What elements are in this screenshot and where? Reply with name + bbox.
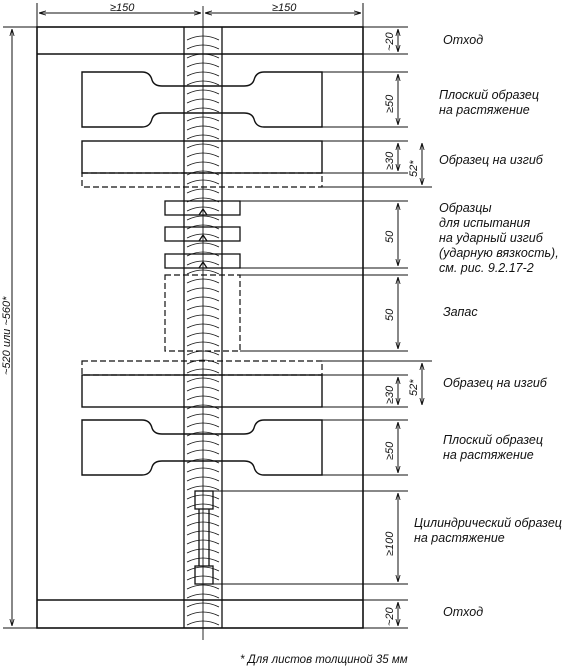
plate-outline — [36, 26, 364, 629]
dim-bend-bottom: ≥30 — [384, 385, 396, 404]
impact-specimens — [164, 200, 241, 269]
label-bend-top: Образец на изгиб — [439, 153, 543, 167]
dim-impact: 50 — [384, 230, 396, 243]
flat-tension-specimen-top — [81, 71, 323, 128]
dim-width-right: ≥150 — [272, 2, 297, 14]
bend-specimen-top-alt — [81, 172, 323, 188]
dim-width-left: ≥150 — [110, 2, 135, 14]
dim-cylinder: ≥100 — [384, 531, 396, 556]
label-flat-tension-top: Плоский образец на растяжение — [439, 88, 539, 117]
label-bend-bottom: Образец на изгиб — [443, 376, 547, 390]
flat-tension-specimen-bottom — [81, 419, 323, 476]
right-dimension-chain — [213, 26, 432, 629]
dim-bend-top-alt: 52* — [408, 160, 420, 177]
bend-specimen-top — [81, 140, 323, 174]
dim-bottom-scrap: ~20 — [384, 606, 396, 626]
bend-specimen-bottom-alt — [81, 360, 323, 376]
label-reserve: Запас — [443, 305, 478, 319]
dim-total-height: ~520 или ~560* — [1, 296, 13, 375]
label-scrap-top: Отход — [443, 33, 484, 47]
dim-bend-bottom-alt: 52* — [408, 379, 420, 396]
bend-specimen-bottom — [81, 374, 323, 408]
label-impact: Образцы для испытания на ударный изгиб (… — [439, 201, 559, 275]
dim-top-scrap: ~20 — [384, 31, 396, 51]
top-dimensions — [36, 3, 364, 27]
label-cylinder: Цилиндрический образец на растяжение — [414, 516, 562, 545]
dim-flat-bottom: ≥50 — [384, 441, 396, 460]
label-scrap-bottom: Отход — [443, 605, 484, 619]
dim-flat-top: ≥50 — [384, 94, 396, 113]
left-height-dimension — [3, 26, 37, 629]
label-flat-tension-bottom: Плоский образец на растяжение — [443, 433, 543, 462]
dim-bend-top: ≥30 — [384, 151, 396, 170]
cylinder-specimen — [194, 490, 214, 585]
reserve-area — [164, 274, 241, 352]
dim-reserve: 50 — [384, 308, 396, 321]
footnote: * Для листов толщиной 35 мм — [240, 654, 408, 666]
